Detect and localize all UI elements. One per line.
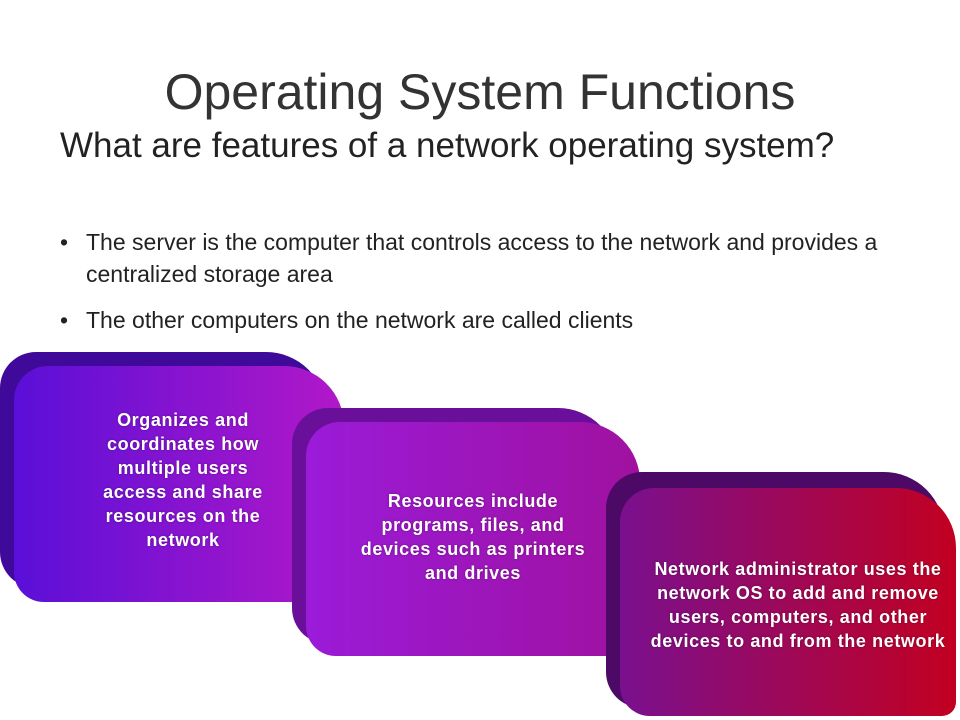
card-panel: Organizes and coordinates how multiple u… xyxy=(14,366,344,602)
bullet-item: • The server is the computer that contro… xyxy=(60,226,890,290)
card-resources: Resources include programs, files, and d… xyxy=(292,408,642,660)
slide-title: Operating System Functions xyxy=(164,64,796,120)
bullet-list: • The server is the computer that contro… xyxy=(60,226,890,350)
card-organizes: Organizes and coordinates how multiple u… xyxy=(0,352,348,604)
card-panel: Network administrator uses the network O… xyxy=(620,488,956,716)
bullet-marker: • xyxy=(60,307,69,333)
card-text: Resources include programs, files, and d… xyxy=(360,491,586,583)
card-administrator: Network administrator uses the network O… xyxy=(606,472,960,720)
slide-subtitle: What are features of a network operating… xyxy=(60,126,835,165)
card-text: Organizes and coordinates how multiple u… xyxy=(103,410,263,550)
card-panel: Resources include programs, files, and d… xyxy=(306,422,640,656)
bullet-marker: • xyxy=(60,229,69,255)
bullet-item: • The other computers on the network are… xyxy=(60,304,890,336)
bullet-text: The other computers on the network are c… xyxy=(86,307,634,333)
bullet-text: The server is the computer that controls… xyxy=(86,229,878,287)
card-text: Network administrator uses the network O… xyxy=(650,559,946,651)
